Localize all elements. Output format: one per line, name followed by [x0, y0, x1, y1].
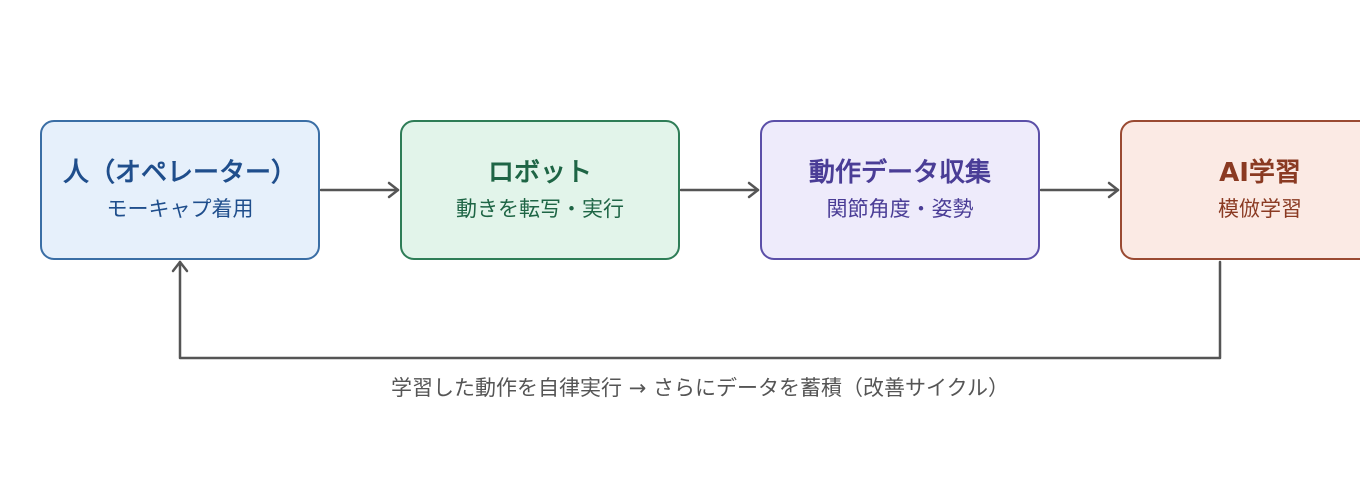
node-ai-learning: AI学習 模倣学習 — [1120, 120, 1360, 260]
feedback-loop-arrow — [178, 260, 1222, 360]
arrowhead-data-to-ai — [1107, 181, 1120, 199]
node-operator-subtitle: モーキャプ着用 — [106, 197, 254, 221]
loop-caption: 学習した動作を自律実行 → さらにデータを蓄積（改善サイクル） — [391, 376, 1009, 400]
arrowhead-feedback-loop — [171, 260, 189, 273]
node-operator: 人（オペレーター） モーキャプ着用 — [40, 120, 320, 260]
arrowhead-operator-to-robot — [387, 181, 400, 199]
node-data-collection-subtitle: 関節角度・姿勢 — [826, 197, 974, 221]
node-operator-title: 人（オペレーター） — [62, 158, 297, 188]
node-data-collection: 動作データ収集 関節角度・姿勢 — [760, 120, 1040, 260]
arrowhead-robot-to-data — [747, 181, 760, 199]
node-ai-learning-subtitle: 模倣学習 — [1218, 197, 1302, 221]
node-robot-title: ロボット — [487, 158, 592, 188]
node-ai-learning-title: AI学習 — [1219, 158, 1301, 188]
node-data-collection-title: 動作データ収集 — [808, 158, 991, 188]
node-robot: ロボット 動きを転写・実行 — [400, 120, 680, 260]
node-robot-subtitle: 動きを転写・実行 — [456, 197, 624, 221]
